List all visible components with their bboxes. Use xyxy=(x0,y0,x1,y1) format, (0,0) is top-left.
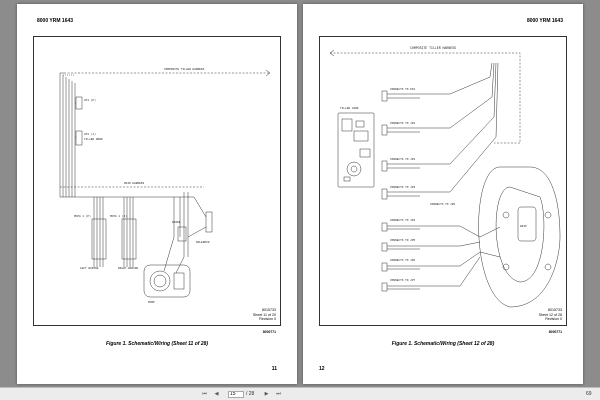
schematic-diagram-right: COMPOSITE TILLER HARNESS TILLER CARD CON… xyxy=(329,46,561,308)
label-conn-f: CONNECTS TO JP5 xyxy=(390,239,415,242)
page-header-title: 8000 YRM 1643 xyxy=(37,18,74,24)
label-conn-h: CONNECTS TO JP7 xyxy=(390,279,415,282)
ref-code-right: 8015733 xyxy=(548,308,562,313)
label-left-wiring: LEFT WIRING xyxy=(80,267,99,270)
sheet-meta-left: 8015733 Sheet 11 of 20 Revision 0 xyxy=(253,308,276,321)
label-grip: GRIP xyxy=(520,225,527,228)
part-number-left: 8000771 xyxy=(262,330,276,334)
page-right: 8000 YRM 1643 xyxy=(303,4,583,384)
schematic-diagram-left: COMPOSITE TILLER HARNESS MAIN HARNESS CP… xyxy=(59,68,271,304)
label-conn-b: CONNECTS TO JP1 xyxy=(390,122,415,125)
schematic-frame-left: COMPOSITE TILLER HARNESS MAIN HARNESS CP… xyxy=(33,36,281,334)
page-navigator: / 28 xyxy=(228,390,254,398)
label-controller: TILLER CARD xyxy=(340,107,359,110)
label-conn-e: CONNECTS TO JP4 xyxy=(390,219,415,222)
total-pages: / 28 xyxy=(246,391,255,397)
label-right-wiring: RIGHT WIRING xyxy=(118,267,138,270)
label-conn-g: CONNECTS TO JP6 xyxy=(390,259,415,262)
next-page-icon[interactable]: ▶ xyxy=(264,391,269,397)
revision-left: Revision 0 xyxy=(259,316,276,321)
sheet-number-right: Sheet 12 of 28 xyxy=(538,312,562,317)
page-number-right: 12 xyxy=(319,366,325,372)
figure-caption-right: Figure 1. Schematic/Wiring (Sheet 12 of … xyxy=(391,341,495,347)
sheet-number-left: Sheet 11 of 20 xyxy=(252,312,276,317)
page-left: 8000 YRM 1643 xyxy=(17,4,297,384)
page-header-title-right: 8000 YRM 1643 xyxy=(526,18,563,24)
label-cp2: CP2 (J) xyxy=(84,132,96,136)
label-diode: DIODE xyxy=(172,221,181,224)
figure-caption-left: Figure 1. Schematic/Wiring (Sheet 11 of … xyxy=(105,341,209,347)
page-number-input[interactable] xyxy=(228,390,244,398)
label-cp1: CP1 (P) xyxy=(84,98,96,102)
label-conn-d: CONNECTS TO JP3 xyxy=(390,186,415,189)
revision-right: Revision 0 xyxy=(545,316,562,321)
label-main-harness: MAIN HARNESS xyxy=(124,182,144,185)
ref-code-left: 8015733 xyxy=(262,308,276,313)
zoom-level[interactable]: 69 xyxy=(586,391,592,397)
label-conn-c: CONNECTS TO JP2 xyxy=(390,158,415,161)
last-page-icon[interactable]: ⏭ xyxy=(276,391,281,397)
label-left-connector-2: MCPA 1 (J) xyxy=(110,214,127,218)
label-pump: PUMP xyxy=(148,301,155,304)
label-conn-i: CONNECTS TO JP8 xyxy=(430,203,455,206)
prev-page-icon[interactable]: ◀ xyxy=(214,391,219,397)
schematic-frame-right: COMPOSITE TILLER HARNESS TILLER CARD CON… xyxy=(319,36,567,334)
label-tiller-horn: TILLER HORN xyxy=(84,138,103,141)
first-page-icon[interactable]: ⏮ xyxy=(202,391,207,397)
page-number-left: 11 xyxy=(271,366,277,372)
sheet-meta-right: 8015733 Sheet 12 of 28 Revision 0 xyxy=(539,308,562,321)
viewer-toolbar: ⏮ ◀ / 28 ▶ ⏭ 69 xyxy=(0,387,600,400)
part-number-right: 8000771 xyxy=(548,330,562,334)
label-composite-harness: COMPOSITE TILLER HARNESS xyxy=(164,68,205,71)
label-left-connector: MCPA 1 (P) xyxy=(74,214,91,218)
label-solenoid: SOLENOID xyxy=(196,241,210,244)
label-composite-harness-right: COMPOSITE TILLER HARNESS xyxy=(410,46,456,50)
label-conn-a: CONNECTS TO P16 xyxy=(390,88,415,91)
